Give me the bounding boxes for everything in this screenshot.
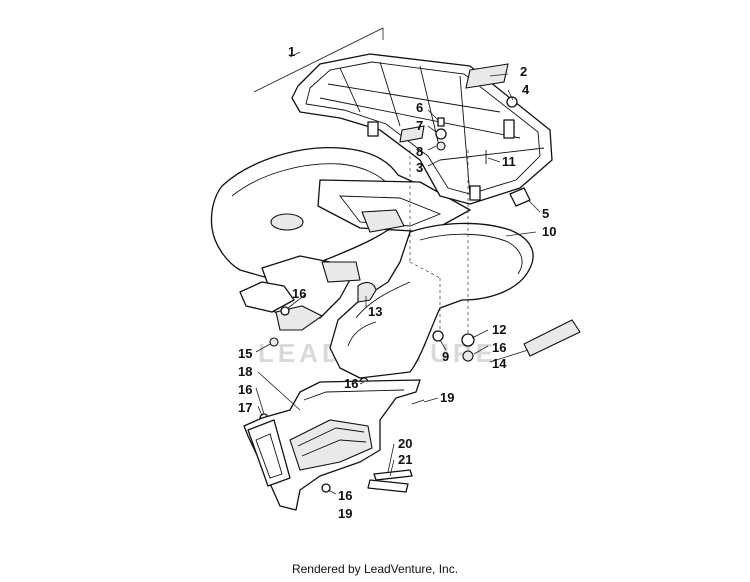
callout-2: 2	[520, 64, 527, 79]
rack-assembly-bracket	[253, 27, 384, 93]
callout-18: 18	[238, 364, 252, 379]
callout-14: 14	[492, 356, 507, 371]
trim-strip	[523, 319, 581, 357]
callout-8: 8	[416, 144, 423, 159]
footer-credit: Rendered by LeadVenture, Inc.	[291, 562, 459, 576]
callout-10: 10	[542, 224, 556, 239]
callout-6: 6	[416, 100, 423, 115]
callout-4: 4	[522, 82, 530, 97]
reflector-plate	[465, 63, 509, 89]
callout-15: 15	[238, 346, 252, 361]
callout-16-fender: 16	[292, 286, 306, 301]
callout-21: 21	[398, 452, 412, 467]
leader-lines	[255, 73, 541, 495]
callout-labels: 1 2 3 4 5 6 7 8 9 10 11 12 13 14 15 16 1…	[238, 44, 556, 521]
callout-16-bottom: 16	[338, 488, 352, 503]
callout-17: 17	[238, 400, 252, 415]
callout-1: 1	[288, 44, 295, 59]
callout-16-footwell: 16	[344, 376, 358, 391]
callout-11: 11	[502, 154, 516, 169]
callout-19-right: 19	[440, 390, 454, 405]
cap-nut	[506, 96, 518, 108]
callout-7: 7	[416, 118, 423, 133]
callout-3: 3	[416, 160, 423, 175]
footwell	[243, 379, 421, 511]
callout-5: 5	[542, 206, 549, 221]
callout-16-left: 16	[238, 382, 252, 397]
callout-12: 12	[492, 322, 506, 337]
callout-20: 20	[398, 436, 412, 451]
callout-13: 13	[368, 304, 382, 319]
callout-9: 9	[442, 349, 449, 364]
callout-16-rack: 16	[492, 340, 506, 355]
rear-fender-body	[210, 146, 534, 379]
callout-19-bottom: 19	[338, 506, 352, 521]
alignment-lines	[409, 150, 469, 336]
